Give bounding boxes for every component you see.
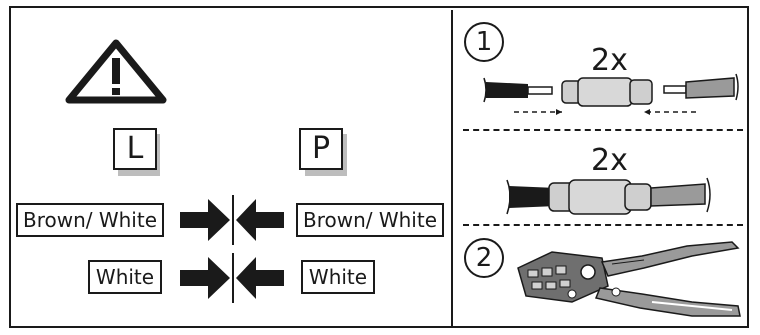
right-wire-label-brown-white: Brown/ White [296, 203, 444, 237]
join-arrows-row1 [180, 195, 284, 245]
join-arrows-row2 [180, 253, 284, 303]
join-line [232, 253, 234, 303]
crimping-tool-icon [517, 241, 741, 317]
join-line [232, 195, 234, 245]
left-letter-box: L [113, 128, 157, 170]
warning-triangle-icon [65, 39, 167, 104]
right-letter-box: P [299, 128, 343, 170]
left-wire-label-white: White [88, 260, 162, 294]
instruction-frame [9, 6, 749, 328]
arrow-left-icon [236, 257, 284, 299]
step-1-circle: 1 [464, 22, 504, 62]
wire-ferrule-insert-illustration [483, 73, 739, 115]
right-wire-label-white: White [301, 260, 375, 294]
arrow-right-icon [180, 257, 230, 299]
arrow-right-icon [180, 199, 230, 241]
left-wire-label-brown-white: Brown/ White [16, 203, 164, 237]
arrow-left-icon [236, 199, 284, 241]
section-divider-2 [463, 224, 743, 226]
step-1b-quantity: 2x [591, 143, 628, 178]
section-divider-1 [463, 129, 743, 131]
step-2-circle: 2 [464, 238, 504, 278]
step-1-quantity: 2x [591, 43, 628, 78]
wire-in-ferrule-illustration [506, 177, 711, 215]
panel-divider [451, 10, 453, 326]
